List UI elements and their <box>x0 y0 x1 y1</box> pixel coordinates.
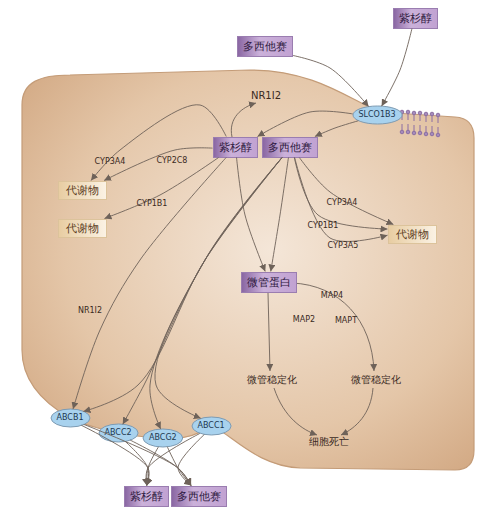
pathway-arrow <box>150 158 282 430</box>
node-text: SLCO1B3 <box>359 110 396 120</box>
outcome-label: 细胞死亡 <box>309 436 349 448</box>
pathway-arrow <box>237 158 266 272</box>
node-text: 紫杉醇 <box>130 490 163 503</box>
pathway-arrow <box>271 158 289 272</box>
pathway-arrow <box>258 111 353 136</box>
ellipse-shape <box>192 417 231 435</box>
pathway-arrow <box>295 158 388 242</box>
drug-box: 多西他赛 <box>237 36 293 57</box>
metabolite-box: 代谢物 <box>58 219 107 238</box>
enzyme-label: NR1I2 <box>78 306 102 316</box>
effect-label: 微管稳定化 <box>247 374 297 386</box>
enzyme-label: CYP2C8 <box>157 156 188 166</box>
pathway-arrow <box>178 434 204 485</box>
gene-label: NR1I2 <box>251 90 281 102</box>
pathway-arrow <box>299 158 393 225</box>
membrane-bilayer <box>400 110 440 137</box>
pathway-arrow <box>146 433 200 485</box>
pathway-arrow <box>91 105 226 181</box>
transporter-ellipse: ABCG2 <box>143 429 183 447</box>
pathway-arrow <box>73 158 226 410</box>
node-text: 代谢物 <box>396 228 429 241</box>
node-text: ABCB1 <box>57 413 84 423</box>
drug-box: 紫杉醇 <box>124 486 169 507</box>
enzyme-label: CYP3A4 <box>95 157 126 167</box>
node-text: 代谢物 <box>66 184 99 197</box>
enzyme-label: CYP3A5 <box>328 241 359 251</box>
node-text: 多西他赛 <box>268 141 312 154</box>
node-text: 多西他赛 <box>243 40 287 53</box>
pathway-arrow <box>104 158 218 219</box>
transporter-ellipse: ABCB1 <box>51 409 90 427</box>
cell-body <box>22 70 474 470</box>
pathway-arrow <box>125 441 148 485</box>
pathway-arrow <box>130 440 191 485</box>
drug-box: 多西他赛 <box>171 486 227 507</box>
metabolite-box: 代谢物 <box>388 225 437 244</box>
drug-box: 紫杉醇 <box>393 8 438 29</box>
gene-label: MAP2 <box>293 315 315 325</box>
pathway-arrow <box>293 55 369 106</box>
node-text: ABCC2 <box>105 428 132 438</box>
pathway-arrow <box>382 29 412 107</box>
pathway-arrow <box>294 158 387 230</box>
ellipse-shape <box>99 424 138 442</box>
node-text: 紫杉醇 <box>399 12 432 25</box>
enzyme-label: CYP1B1 <box>137 199 168 209</box>
drug-box: 紫杉醇 <box>213 137 258 158</box>
transporter-ellipse: ABCC1 <box>192 417 231 435</box>
gene-label: MAPT <box>335 316 357 326</box>
transporter-ellipse: ABCC2 <box>99 424 138 442</box>
node-text: ABCG2 <box>149 433 177 443</box>
transporter-ellipse: SLCO1B3 <box>353 106 402 124</box>
drug-box: 多西他赛 <box>262 137 318 158</box>
protein-box: 微管蛋白 <box>241 272 297 293</box>
gene-label: MAP4 <box>321 291 343 301</box>
effect-label: 微管稳定化 <box>351 374 401 386</box>
ellipse-shape <box>51 409 90 427</box>
enzyme-label: CYP3A4 <box>327 198 358 208</box>
metabolite-box: 代谢物 <box>58 181 107 200</box>
pathway-arrow <box>81 425 149 485</box>
enzyme-label: CYP1B1 <box>308 221 339 231</box>
node-text: 代谢物 <box>66 222 99 235</box>
node-text: 多西他赛 <box>177 490 221 503</box>
pathway-arrow <box>84 424 191 485</box>
ellipse-shape <box>353 106 402 124</box>
pathway-arrow <box>315 121 358 137</box>
pathway-arrow <box>83 158 282 412</box>
node-text: 微管蛋白 <box>247 276 291 289</box>
pathway-arrow <box>167 447 191 486</box>
node-text: ABCC1 <box>198 421 225 431</box>
node-text: 紫杉醇 <box>219 141 252 154</box>
ellipse-shape <box>143 429 183 447</box>
pathway-arrow <box>147 447 159 486</box>
